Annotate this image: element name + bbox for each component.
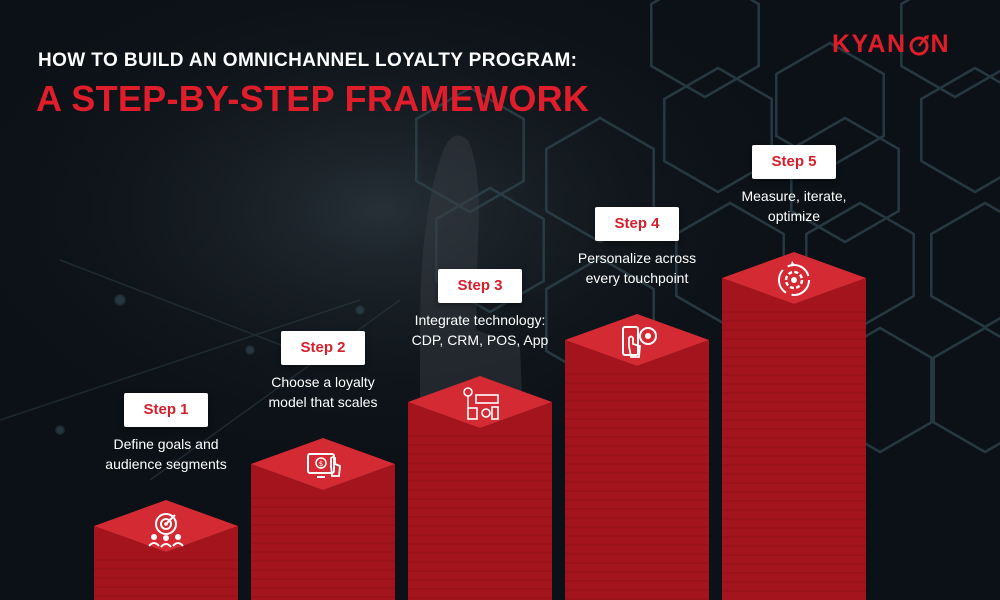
step-description-line: optimize xyxy=(704,206,884,226)
step-5-description: Measure, iterate,optimize xyxy=(704,186,884,226)
step-description-line: Integrate technology: xyxy=(390,310,570,330)
step-bar-body xyxy=(565,340,709,600)
step-description-line: Choose a loyalty xyxy=(233,372,413,392)
step-description-line: model that scales xyxy=(233,392,413,412)
step-bar-5 xyxy=(722,252,866,600)
step-bar-1 xyxy=(94,500,238,600)
step-1-label: Step 1 xyxy=(124,393,208,427)
step-bar-body xyxy=(408,402,552,600)
step-description-line: Define goals and xyxy=(76,434,256,454)
step-3-description: Integrate technology:CDP, CRM, POS, App xyxy=(390,310,570,350)
step-5-label: Step 5 xyxy=(752,145,836,179)
step-description-line: audience segments xyxy=(76,454,256,474)
step-description-line: Personalize across xyxy=(547,248,727,268)
step-bar-2: $ xyxy=(251,438,395,600)
svg-text:$: $ xyxy=(319,460,323,468)
step-description-line: every touchpoint xyxy=(547,268,727,288)
step-bar-4 xyxy=(565,314,709,600)
step-bar-3 xyxy=(408,376,552,600)
step-3-label: Step 3 xyxy=(438,269,522,303)
step-4-label: Step 4 xyxy=(595,207,679,241)
step-description-line: Measure, iterate, xyxy=(704,186,884,206)
step-bar-body xyxy=(722,278,866,600)
step-2-label: Step 2 xyxy=(281,331,365,365)
step-description-line: CDP, CRM, POS, App xyxy=(390,330,570,350)
